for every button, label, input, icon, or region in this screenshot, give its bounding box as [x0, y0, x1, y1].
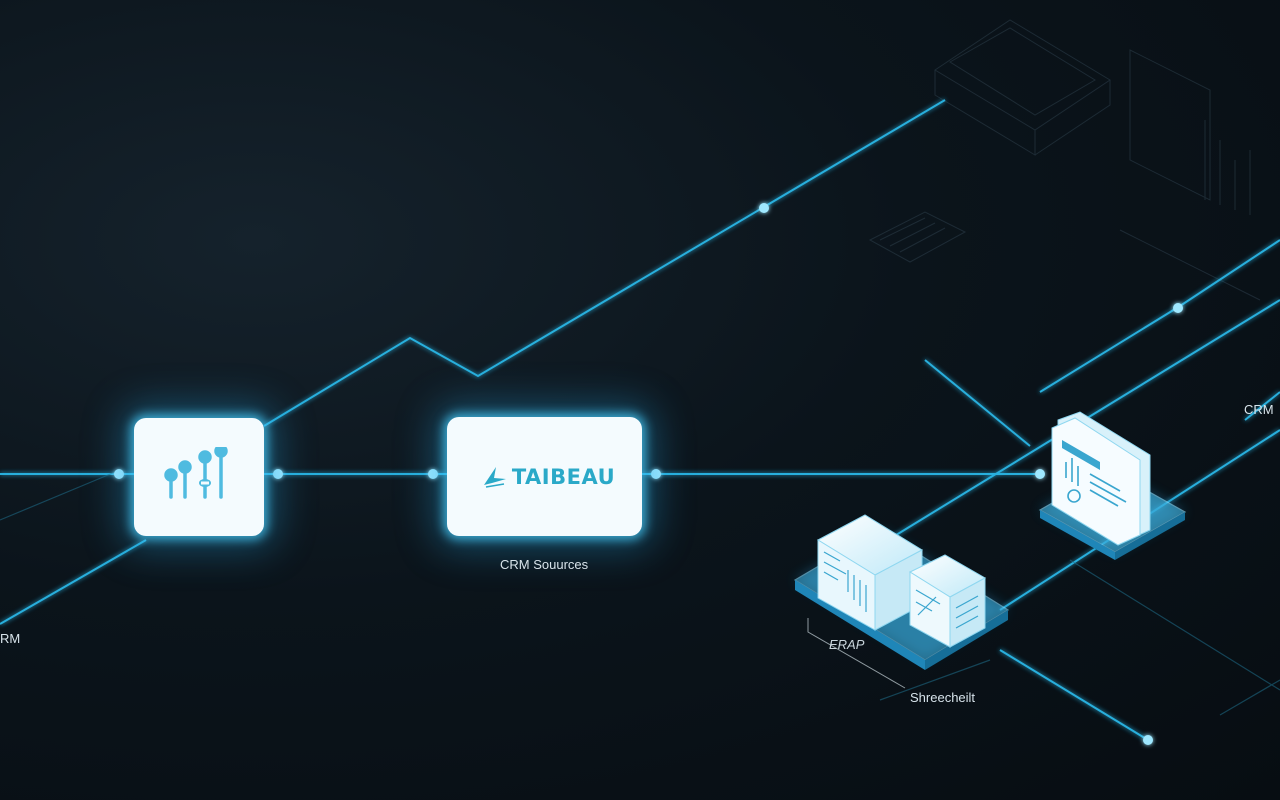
junction-dot [759, 203, 769, 213]
junction-dot [114, 469, 124, 479]
tableau-bird-icon [483, 466, 506, 488]
erap-label: ERAP [829, 637, 865, 652]
junction-dot [1173, 303, 1183, 313]
connector-lines [0, 99, 1280, 741]
report-document [1038, 411, 1187, 560]
junction-dot [651, 469, 661, 479]
sliders-node[interactable] [134, 418, 264, 536]
tableau-node[interactable]: TAIBEAU [447, 417, 642, 536]
faint-lines [0, 469, 1280, 716]
junction-dot [1035, 469, 1045, 479]
crm-label-right: CRM [1244, 402, 1274, 417]
server-cluster [793, 514, 1010, 670]
sliders-icon [164, 447, 228, 499]
erap-bracket [807, 618, 906, 689]
crm-sources-label: CRM Souurces [500, 557, 589, 572]
junction-dots [114, 203, 1183, 745]
junction-dot [273, 469, 283, 479]
junction-dot [1143, 735, 1153, 745]
tableau-logo-text: TAIBEAU [511, 464, 616, 489]
junction-dot [428, 469, 438, 479]
background-iso-graphics [868, 19, 1261, 301]
spreadsheet-label: Shreecheilt [910, 690, 976, 705]
tableau-logo: TAIBEAU [482, 465, 615, 489]
crm-label-left: RM [0, 631, 21, 646]
